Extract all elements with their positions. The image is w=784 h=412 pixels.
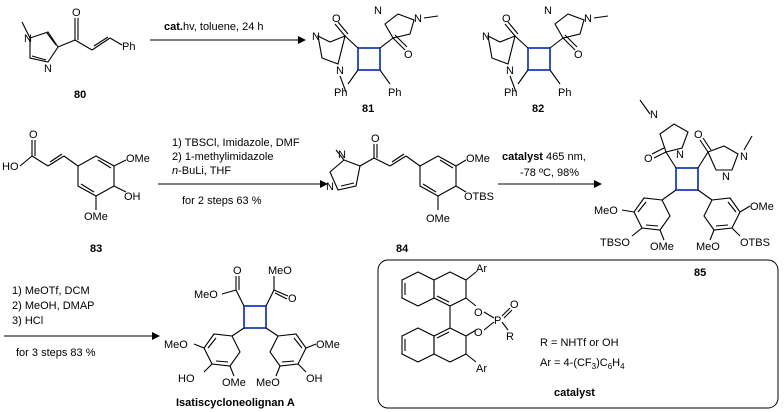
atom-O: O bbox=[233, 265, 242, 277]
catalyst-structure: Ar O Ar O P O R bbox=[401, 263, 519, 375]
compound-label-85: 85 bbox=[694, 267, 706, 279]
atom-N: N bbox=[24, 33, 32, 45]
atom-MeO: MeO bbox=[256, 377, 280, 389]
atom-N: N bbox=[338, 149, 346, 161]
atom-OTBS: OTBS bbox=[740, 237, 770, 249]
atom-OMe: OMe bbox=[126, 153, 150, 165]
atom-OMe: OMe bbox=[222, 377, 246, 389]
catalyst-box bbox=[377, 259, 779, 409]
atom-OMe: OMe bbox=[426, 213, 450, 225]
compound-label-81: 81 bbox=[362, 103, 374, 115]
atom-O: O bbox=[288, 293, 297, 305]
atom-O: O bbox=[29, 129, 38, 141]
product-label: Isatiscycloneolignan A bbox=[176, 397, 295, 409]
atom-P: P bbox=[494, 315, 501, 327]
atom-Ph: Ph bbox=[504, 87, 517, 99]
compound-80-structure: N N O Ph bbox=[21, 7, 135, 75]
atom-HO: HO bbox=[2, 161, 19, 173]
atom-N: N bbox=[506, 65, 514, 77]
atom-Ar: Ar bbox=[476, 363, 487, 375]
atom-OMe: OMe bbox=[650, 241, 674, 253]
atom-N: N bbox=[650, 109, 658, 121]
catalyst-label: catalyst bbox=[554, 387, 595, 399]
atom-MeO: MeO bbox=[194, 289, 218, 301]
atom-OMe: OMe bbox=[466, 153, 490, 165]
atom-O: O bbox=[474, 327, 483, 339]
reaction1-conditions: cat.hv, toluene, 24 h bbox=[164, 21, 264, 33]
atom-N: N bbox=[740, 151, 748, 163]
atom-O: O bbox=[510, 299, 519, 311]
atom-N: N bbox=[336, 65, 344, 77]
atom-OTBS: OTBS bbox=[464, 191, 494, 203]
compound-label-82: 82 bbox=[532, 103, 544, 115]
reaction2-step2: 2) 1-methylimidazole bbox=[172, 151, 273, 163]
atom-Ph: Ph bbox=[122, 41, 135, 53]
atom-MeO: MeO bbox=[268, 265, 292, 277]
reaction3-conditions: catalyst 465 nm, bbox=[502, 151, 586, 163]
compound-81-structure: O N N O N N Ph Ph bbox=[312, 5, 439, 99]
atom-N: N bbox=[44, 63, 52, 75]
atom-MeO: MeO bbox=[594, 205, 618, 217]
reaction4-step1: 1) MeOTf, DCM bbox=[12, 285, 90, 297]
atom-N: N bbox=[312, 31, 320, 43]
compound-label-84: 84 bbox=[396, 243, 409, 255]
atom-O: O bbox=[644, 153, 653, 165]
atom-R: R bbox=[506, 331, 514, 343]
atom-N: N bbox=[374, 5, 382, 17]
compound-82-structure: O N N O N N Ph Ph bbox=[482, 5, 609, 99]
compound-label-80: 80 bbox=[74, 89, 86, 101]
atom-N: N bbox=[722, 171, 730, 183]
catalyst-r-definition: R = NHTf or OH bbox=[540, 337, 619, 349]
compound-label-83: 83 bbox=[90, 243, 102, 255]
atom-Ph: Ph bbox=[558, 87, 571, 99]
product-structure: O MeO MeO O MeO HO OMe OMe OH MeO bbox=[164, 265, 340, 389]
atom-OMe: OMe bbox=[84, 211, 108, 223]
reaction4-yield: for 3 steps 83 % bbox=[16, 347, 96, 359]
atom-N: N bbox=[544, 5, 552, 17]
reaction2-yield: for 2 steps 63 % bbox=[182, 195, 262, 207]
atom-Ph: Ph bbox=[334, 87, 347, 99]
atom-O: O bbox=[502, 13, 511, 25]
reaction4-step3: 3) HCl bbox=[12, 315, 43, 327]
atom-Ar: Ar bbox=[476, 263, 487, 275]
atom-O: O bbox=[474, 307, 483, 319]
compound-85-structure: O N N O N N MeO TBSO OMe OMe OTBS Me bbox=[594, 99, 774, 253]
atom-OMe: OMe bbox=[316, 339, 340, 351]
atom-N: N bbox=[482, 31, 490, 43]
atom-MeO: MeO bbox=[696, 241, 720, 253]
catalyst-ar-definition: Ar = 4-(CF3)C6H4 bbox=[540, 357, 625, 371]
reaction4-step2: 2) MeOH, DMAP bbox=[12, 300, 95, 312]
atom-O: O bbox=[694, 129, 703, 141]
reaction3-temp: -78 ºC, 98% bbox=[520, 167, 579, 179]
reaction2-step1: 1) TBSCl, Imidazole, DMF bbox=[172, 137, 300, 149]
atom-OH: OH bbox=[306, 373, 323, 385]
atom-N: N bbox=[414, 13, 422, 25]
atom-Ph: Ph bbox=[388, 87, 401, 99]
atom-O: O bbox=[371, 133, 380, 145]
atom-OH: OH bbox=[124, 191, 141, 203]
atom-O: O bbox=[404, 49, 413, 61]
compound-84-structure: N N O OMe OTBS OMe bbox=[326, 133, 494, 225]
atom-N: N bbox=[676, 149, 684, 161]
atom-N: N bbox=[326, 181, 334, 193]
reaction2-step3: n-BuLi, THF bbox=[172, 165, 231, 177]
atom-N: N bbox=[584, 13, 592, 25]
atom-HO: HO bbox=[178, 373, 195, 385]
atom-TBSO: TBSO bbox=[600, 237, 630, 249]
atom-O: O bbox=[332, 13, 341, 25]
compound-83-structure: HO O OMe OH OMe bbox=[2, 129, 150, 223]
atom-O: O bbox=[72, 7, 81, 19]
atom-O: O bbox=[574, 49, 583, 61]
atom-MeO: MeO bbox=[164, 339, 188, 351]
atom-OMe: OMe bbox=[750, 201, 774, 213]
